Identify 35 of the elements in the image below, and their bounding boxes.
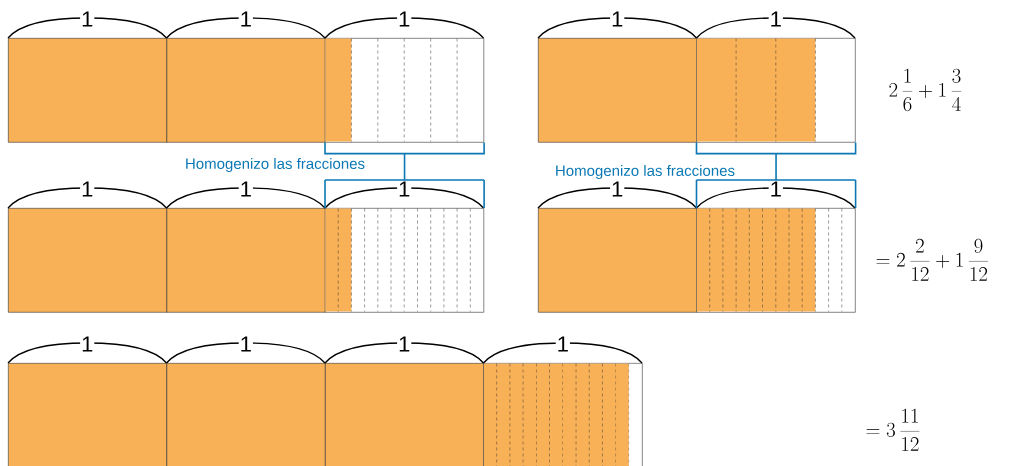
unit-bar: 1 — [165, 10, 326, 143]
unit-bar: 1 — [324, 335, 485, 466]
node-label: 1 — [399, 181, 410, 197]
unit-bar: 1 — [695, 180, 856, 313]
node-label: 1 — [82, 11, 93, 27]
unit-bar: 1 — [165, 335, 326, 466]
unit-bar: 1 — [324, 10, 485, 143]
node-label: 1 — [771, 11, 781, 27]
bracket-connector — [324, 141, 485, 209]
unit-bar: 1 — [537, 10, 698, 143]
unit-bar: 1 — [695, 10, 856, 143]
equation: $2\,\frac{1}{6}+1\,\frac{3}{4}$ — [889, 68, 962, 112]
node-label: 1 — [771, 181, 781, 197]
edge-label: Homogenizo las fracciones — [186, 158, 365, 172]
node-label: 1 — [241, 181, 251, 197]
node-label: 1 — [241, 11, 251, 27]
node-label: 1 — [612, 11, 623, 27]
unit-bar: 1 — [7, 180, 168, 313]
unit-bar: 1 — [165, 180, 326, 313]
unit-bar: 1 — [7, 10, 168, 143]
node-label: 1 — [82, 181, 93, 197]
node-label: 1 — [399, 11, 410, 27]
node-label: 1 — [241, 336, 251, 352]
node-label: 1 — [612, 181, 623, 197]
bracket-connector — [695, 141, 857, 209]
edge-label: Homogenizo las fracciones — [556, 165, 735, 179]
equation: $=2\,\frac{2}{12}+1\,\frac{9}{12}$ — [876, 238, 988, 281]
node-label: 1 — [82, 336, 93, 352]
unit-bar: 1 — [324, 180, 485, 313]
unit-bar: 1 — [537, 180, 698, 313]
node-label: 1 — [558, 336, 568, 352]
unit-bar: 1 — [7, 335, 168, 466]
equation: $=3\,\frac{11}{12}$ — [866, 408, 920, 451]
node-label: 1 — [399, 336, 410, 352]
unit-bar: 1 — [482, 335, 643, 466]
